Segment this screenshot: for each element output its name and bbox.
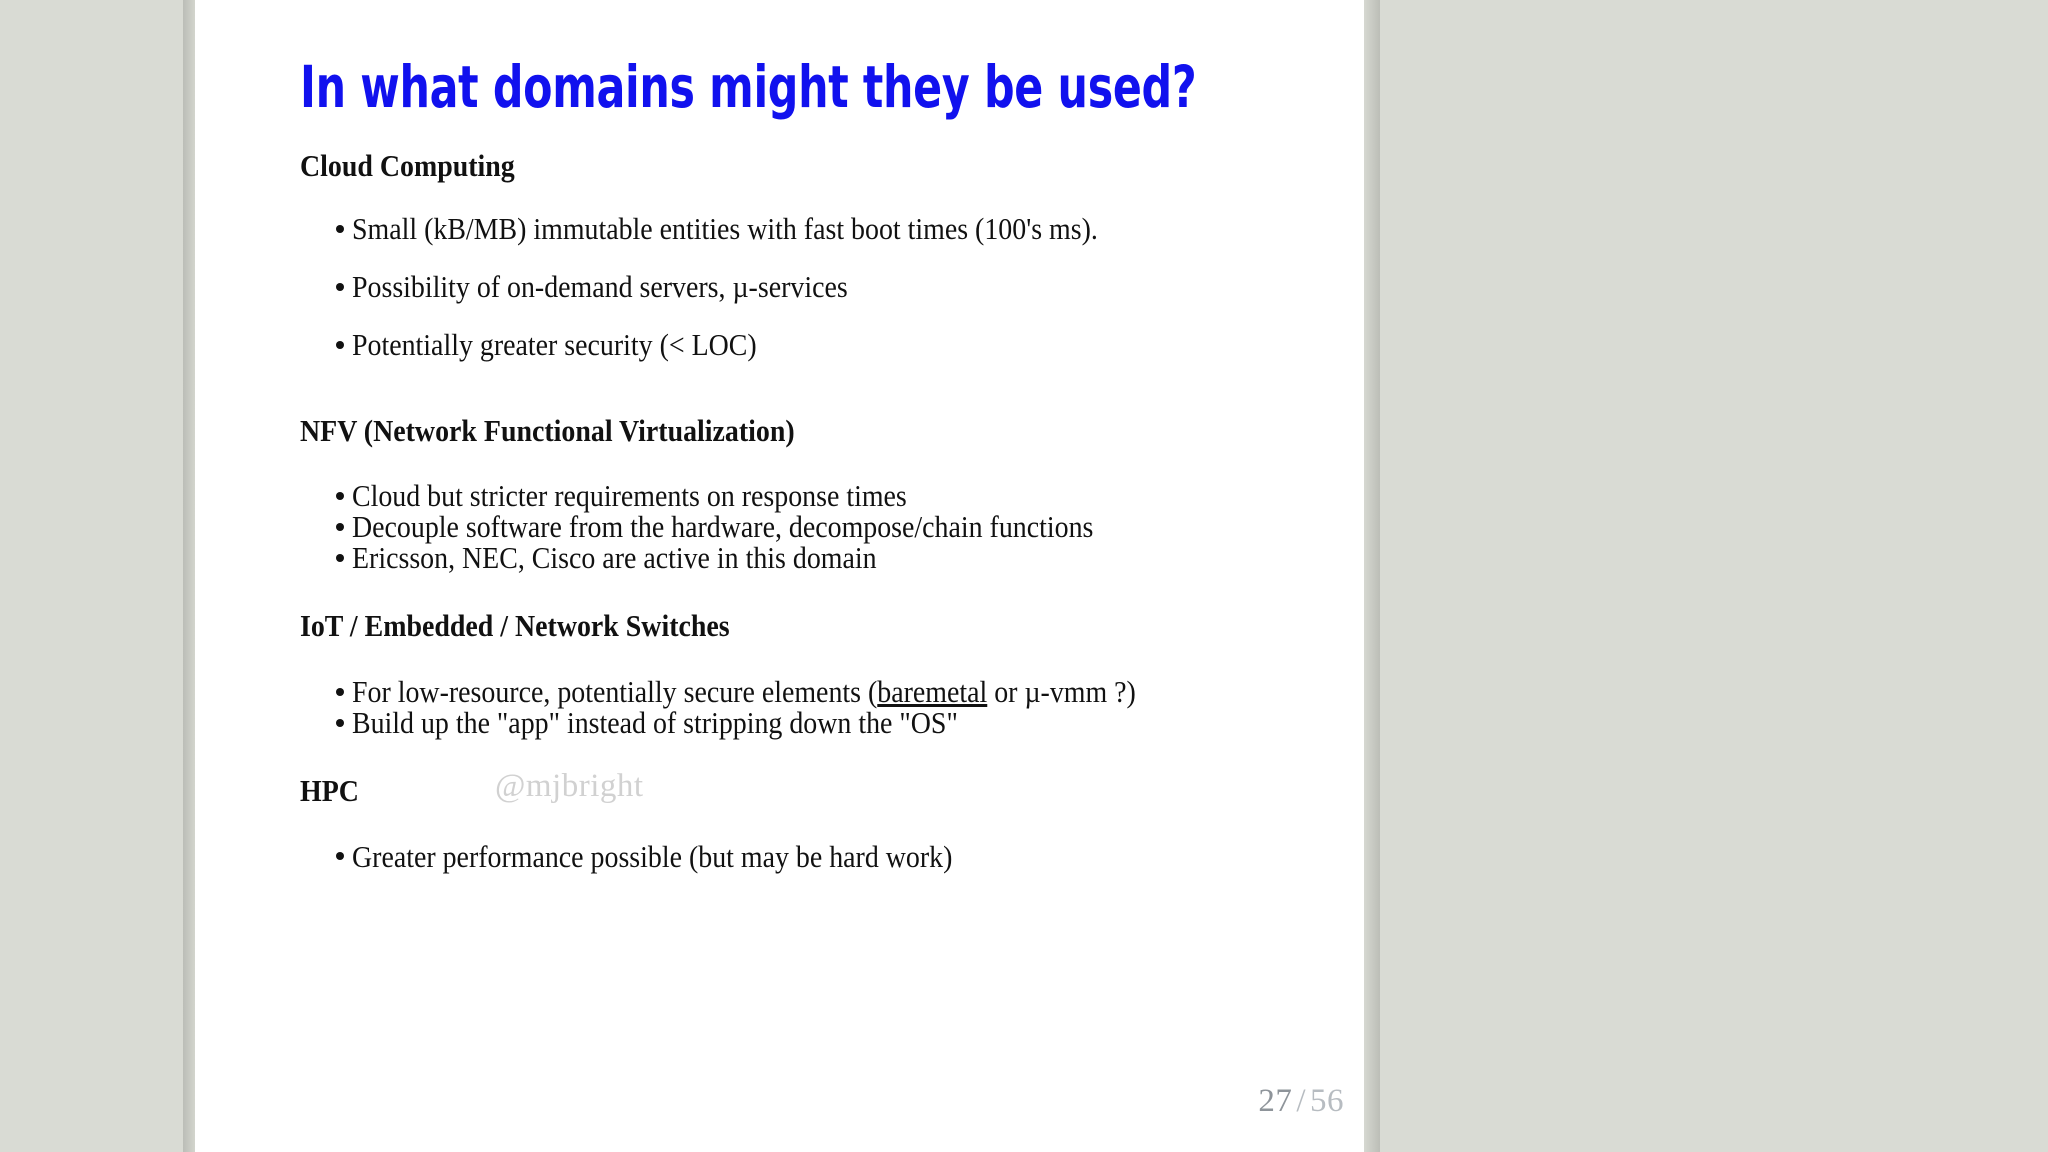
bullet-text: For low-resource, potentially secure ele… [352,674,1136,710]
bullet-list-nfv: Cloud but stricter requirements on respo… [300,480,1360,573]
spacer [300,750,1360,774]
bullet-text: Small (kB/MB) immutable entities with fa… [352,210,1098,246]
section-heading-nfv: NFV (Network Functional Virtualization) [300,412,795,448]
page-number-separator: / [1296,1083,1306,1119]
list-item: Possibility of on-demand servers, µ-serv… [300,258,1360,316]
bullet-list-iot: For low-resource, potentially secure ele… [300,676,1360,738]
slide-right-shadow [1364,0,1380,1152]
list-item: Small (kB/MB) immutable entities with fa… [300,200,1360,258]
page-number-total: 56 [1310,1083,1344,1119]
section-heading-iot: IoT / Embedded / Network Switches [300,608,730,644]
bullet-text: Ericsson, NEC, Cisco are active in this … [352,540,877,576]
bullet-text: Build up the "app" instead of stripping … [352,705,958,741]
list-item: Ericsson, NEC, Cisco are active in this … [300,542,1360,573]
bullet-text: Possibility of on-demand servers, µ-serv… [352,268,848,304]
page-number-current: 27 [1258,1083,1293,1119]
list-item: Build up the "app" instead of stripping … [300,707,1360,738]
bullet-text: Decouple software from the hardware, dec… [352,509,1094,545]
slide-title: In what domains might they be used? [300,53,1197,121]
spacer [300,644,1360,664]
underlined-term: baremetal [877,674,988,710]
spacer [300,585,1360,609]
list-item: Greater performance possible (but may be… [300,841,1360,872]
section-heading-hpc: HPC [300,773,359,809]
slide-canvas[interactable]: In what domains might they be used? Clou… [195,0,1364,1152]
bullet-text: Potentially greater security (< LOC) [352,326,757,362]
section-heading-cloud-computing: Cloud Computing [300,148,515,183]
spacer [300,390,1360,414]
slide-content: In what domains might they be used? Clou… [300,58,1360,884]
bullet-text: Greater performance possible (but may be… [352,838,953,874]
bullet-list-cloud-computing: Small (kB/MB) immutable entities with fa… [300,200,1360,374]
bullet-list-hpc: Greater performance possible (but may be… [300,841,1360,872]
bullet-text: Cloud but stricter requirements on respo… [352,478,907,514]
list-item: Cloud but stricter requirements on respo… [300,480,1360,511]
list-item: Potentially greater security (< LOC) [300,316,1360,374]
list-item: Decouple software from the hardware, dec… [300,511,1360,542]
page-number: 27/56 [1258,1083,1344,1120]
spacer [300,448,1360,468]
slide-left-shadow [183,0,197,1152]
spacer [300,809,1360,829]
list-item: For low-resource, potentially secure ele… [300,676,1360,707]
